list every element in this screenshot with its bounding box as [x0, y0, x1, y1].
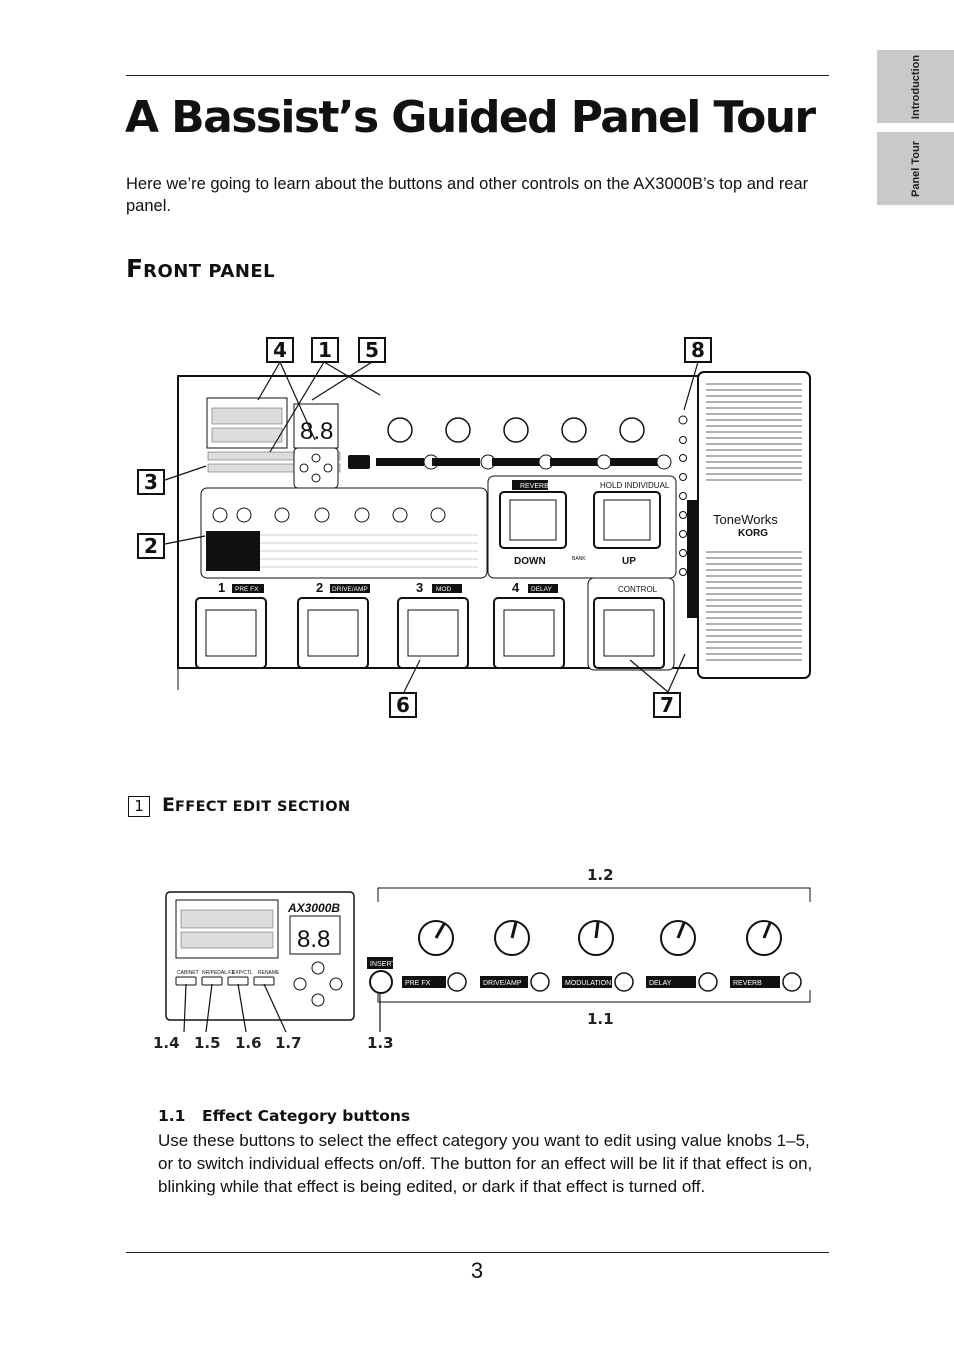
led-display	[293, 403, 339, 449]
callout-1: 1	[311, 337, 339, 363]
effect-edit-heading: EFFECT EDIT SECTION	[162, 794, 351, 816]
figure-led-digits: 8.8	[297, 926, 330, 953]
label-1-4: 1.4	[153, 1034, 180, 1052]
bank-up-label: UP	[622, 556, 636, 567]
effect-edit-callout: 1	[128, 796, 150, 817]
label-1-1: 1.1	[587, 1010, 614, 1028]
side-tab-panel-tour[interactable]: Panel Tour	[877, 132, 954, 205]
bottom-rule	[126, 1252, 829, 1253]
label-1-6: 1.6	[235, 1034, 262, 1052]
cat-btn-drive-amp-label: DRIVE/AMP	[483, 980, 522, 987]
front-panel-heading-rest: RONT PANEL	[143, 261, 276, 282]
sub-button-exp-ctl: EXP/CTL	[232, 970, 253, 976]
footswitch-3-number: 3	[416, 580, 423, 595]
footswitch-2-label: DRIVE/AMP	[332, 586, 368, 593]
label-1-7: 1.7	[275, 1034, 302, 1052]
maker-text: KORG	[738, 528, 768, 539]
front-panel-heading-initial: F	[126, 254, 144, 283]
callout-6: 6	[389, 692, 417, 718]
intro-paragraph: Here we’re going to learn about the butt…	[126, 175, 809, 215]
label-1-2: 1.2	[587, 866, 614, 884]
subsection-number: 1.1	[158, 1107, 186, 1125]
cat-btn-modulation-label: MODULATION	[565, 980, 611, 987]
effect-edit-heading-initial: E	[162, 794, 175, 816]
subsection-title: Effect Category buttons	[202, 1107, 411, 1125]
footswitch-2-number: 2	[316, 580, 323, 595]
led-digits: 8.8	[300, 418, 333, 445]
bank-label: BANK	[572, 556, 586, 562]
insert-label: INSERT	[370, 961, 396, 968]
footswitch-3-label: MOD	[436, 586, 451, 593]
page-number: 3	[470, 1258, 484, 1283]
sub-button-rename: RENAME	[258, 970, 280, 976]
reverb-label: REVERB	[520, 483, 549, 490]
expression-pedal	[697, 371, 811, 679]
model-name: AX3000B	[287, 901, 340, 915]
sub-button-nr-pedal: NR/PEDAL FX	[202, 970, 235, 976]
cat-btn-delay-label: DELAY	[649, 980, 672, 987]
bank-down-label: DOWN	[514, 556, 546, 567]
footswitch-4-label: DELAY	[531, 586, 552, 593]
callout-4: 4	[266, 337, 294, 363]
callout-8: 8	[684, 337, 712, 363]
hold-label: HOLD INDIVIDUAL	[600, 481, 670, 490]
footswitch-4-number: 4	[512, 580, 520, 595]
footswitch-row: CONTROL 1 2 3 4 PRE FX DRIVE/AMP MOD DEL…	[195, 577, 675, 671]
control-label: CONTROL	[618, 585, 658, 594]
callout-7: 7	[653, 692, 681, 718]
sub-button-cabinet: CABINET	[177, 970, 199, 976]
cat-btn-pre-fx-label: PRE FX	[405, 980, 431, 987]
callout-5: 5	[358, 337, 386, 363]
callout-3: 3	[137, 469, 165, 495]
parameter-section	[200, 487, 488, 579]
effect-edit-heading-rest: FFECT EDIT SECTION	[174, 799, 351, 815]
footswitch-1-label: PRE FX	[235, 586, 259, 593]
brand-text: ToneWorks	[713, 512, 778, 527]
page-title: A Bassist’s Guided Panel Tour	[125, 92, 816, 143]
cat-btn-reverb-label: REVERB	[733, 980, 762, 987]
label-1-5: 1.5	[194, 1034, 221, 1052]
footswitch-1-number: 1	[218, 580, 225, 595]
front-panel-heading: FRONT PANEL	[126, 254, 275, 283]
top-rule	[126, 75, 829, 76]
label-1-3: 1.3	[367, 1034, 394, 1052]
subsection-body: Use these buttons to select the effect c…	[158, 1131, 813, 1196]
callout-2: 2	[137, 533, 165, 559]
subsection-heading: 1.1 Effect Category buttons	[158, 1107, 410, 1125]
side-tab-introduction[interactable]: Introduction	[877, 50, 954, 123]
